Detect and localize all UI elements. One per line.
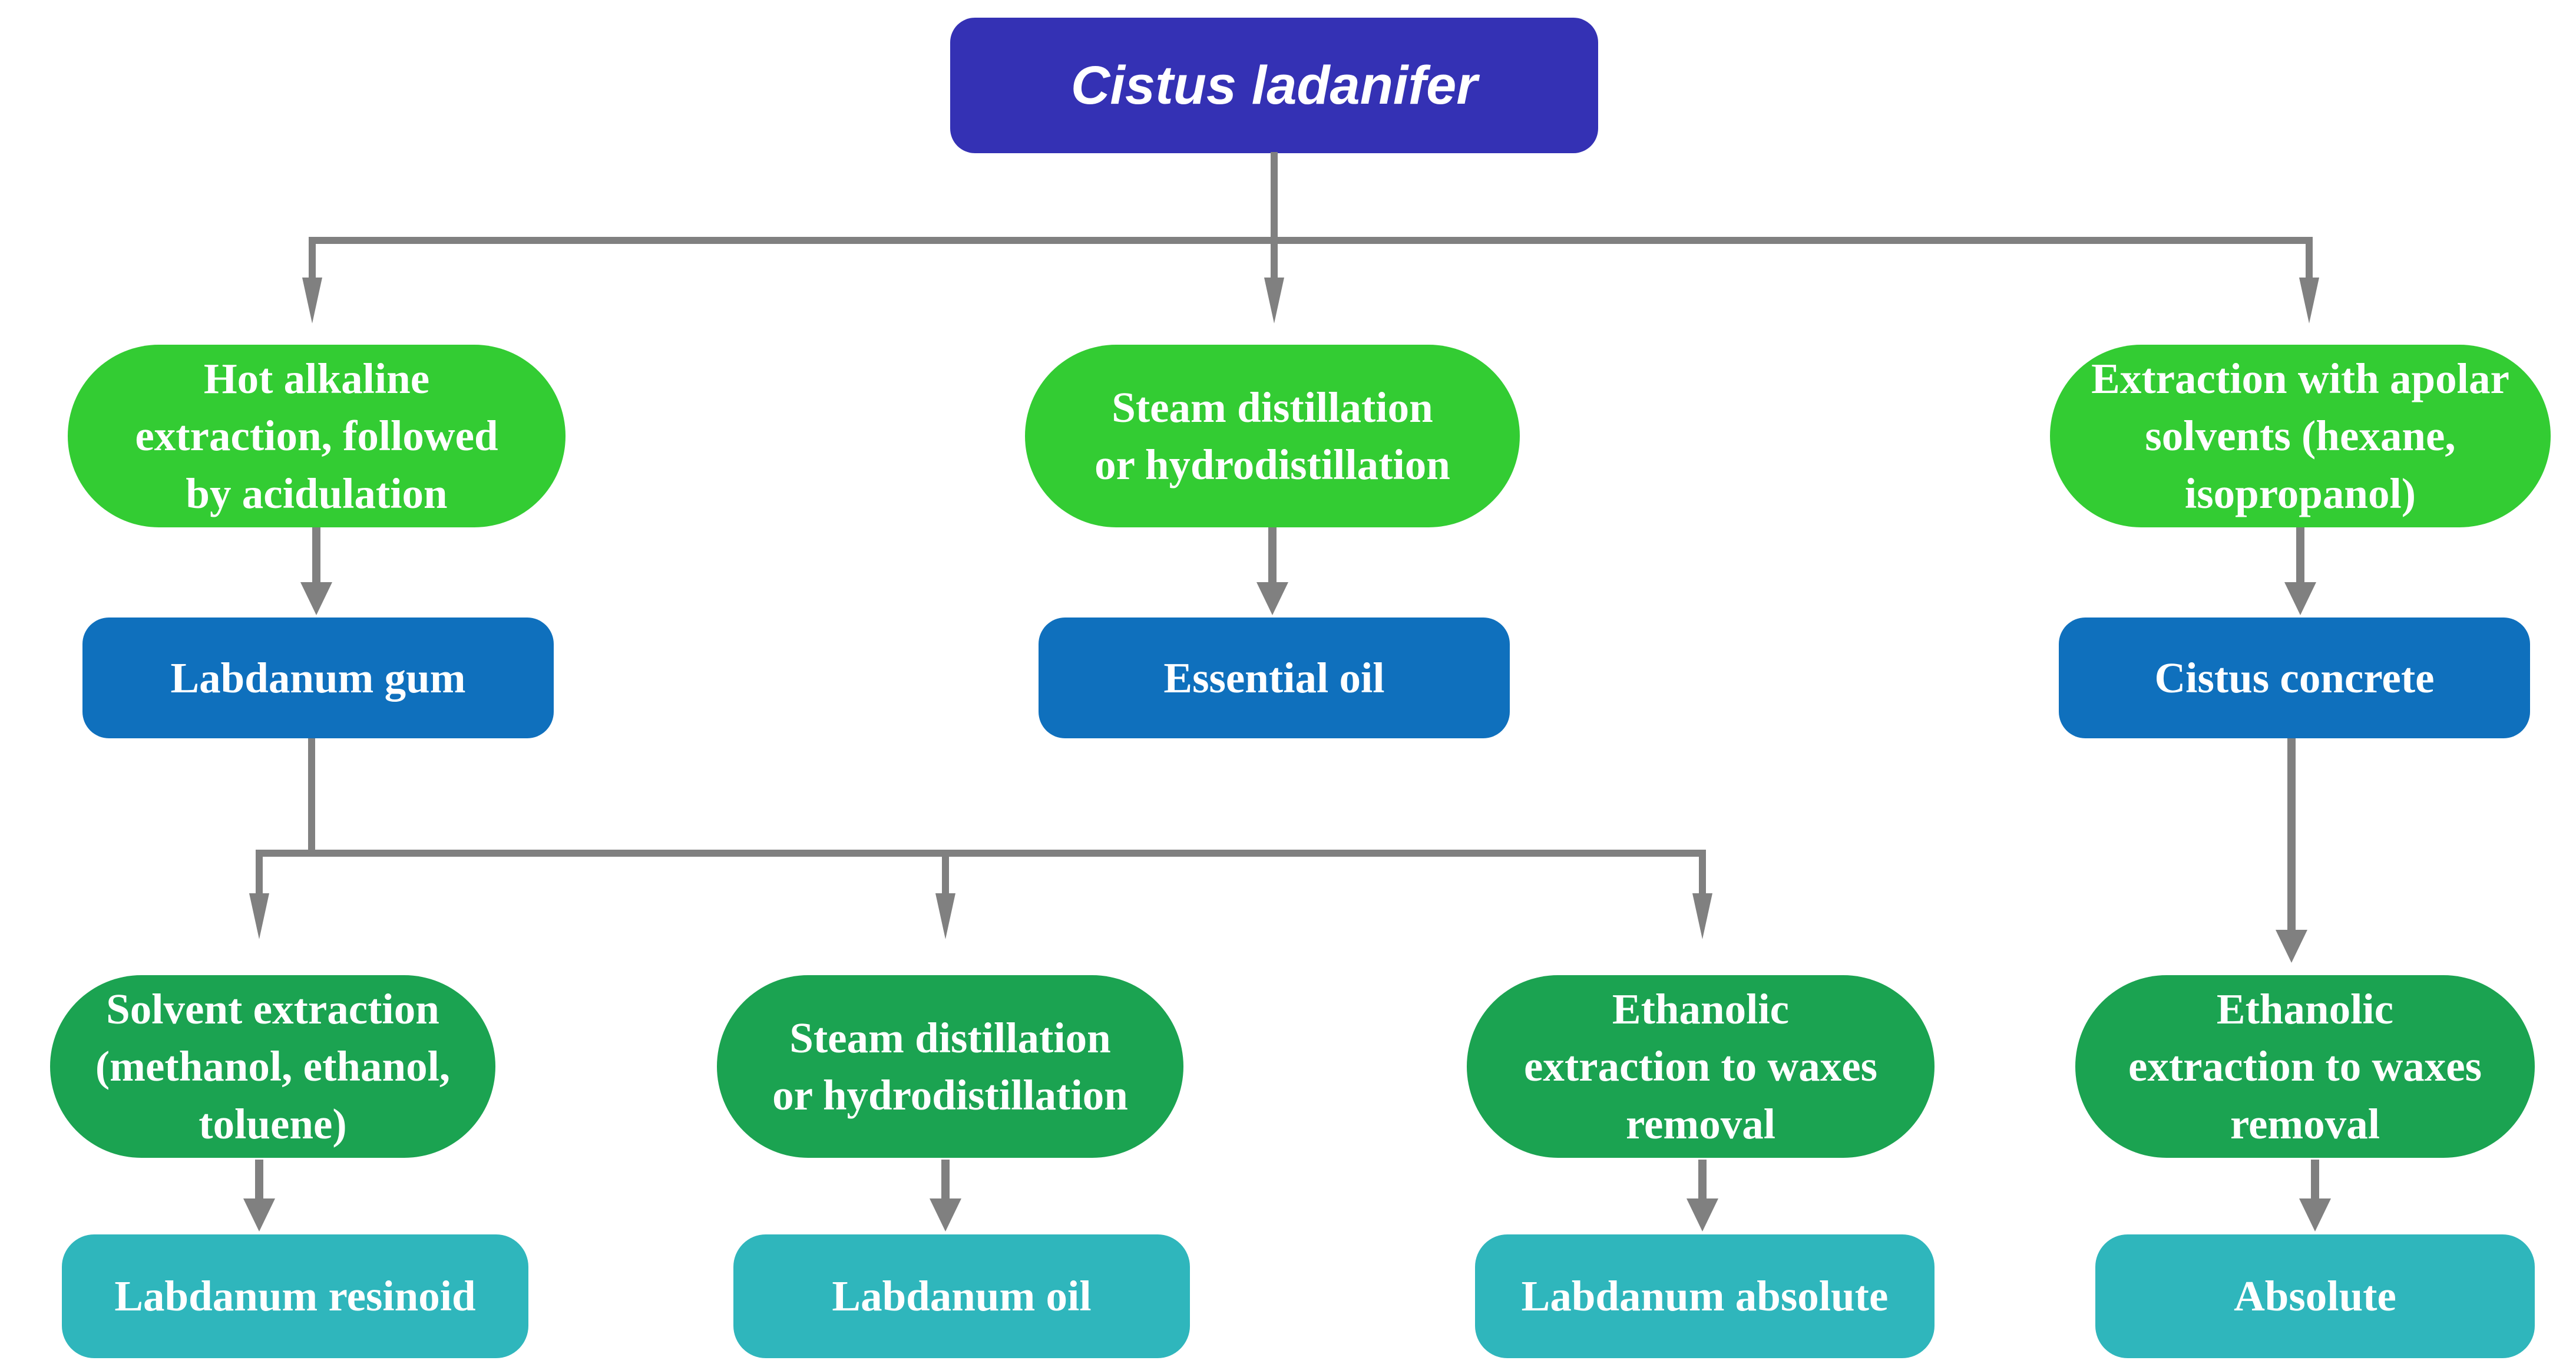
- arrowhead-level1-right: [2299, 278, 2319, 323]
- connector-apolar-to-concrete: [2296, 527, 2304, 583]
- node-solvent-extraction: Solvent extraction (methanol, ethanol, t…: [50, 975, 495, 1158]
- node-labdanum-gum: Labdanum gum: [82, 618, 554, 738]
- node-labdanum-resinoid: Labdanum resinoid: [62, 1234, 528, 1358]
- arrowhead-steam2-to-oil: [930, 1198, 961, 1231]
- connector-steam1-to-essential-oil: [1268, 527, 1277, 583]
- connector-root-stem: [1271, 152, 1278, 242]
- node-ethanolic-extraction-2: Ethanolic extraction to waxes removal: [2075, 975, 2535, 1158]
- node-hot-alkaline-extraction: Hot alkaline extraction, followed by aci…: [68, 345, 566, 527]
- connector-level1-crossbar: [309, 237, 2313, 244]
- node-cistus-concrete: Cistus concrete: [2059, 618, 2530, 738]
- connector-level2-crossbar: [256, 850, 1706, 857]
- arrowhead-ethanolic2-to-absolute: [2299, 1198, 2331, 1231]
- connector-solvent-to-resinoid: [255, 1160, 263, 1201]
- connector-level1-drop-left: [309, 237, 316, 280]
- arrowhead-apolar-to-concrete: [2284, 582, 2316, 615]
- arrowhead-steam1-to-essential-oil: [1256, 582, 1288, 615]
- connector-steam2-to-oil: [941, 1160, 950, 1201]
- node-steam-distillation-2: Steam distillation or hydrodistillation: [717, 975, 1183, 1158]
- connector-level1-drop-right: [2306, 237, 2313, 280]
- node-labdanum-absolute: Labdanum absolute: [1475, 1234, 1935, 1358]
- connector-gum-stem: [308, 738, 315, 853]
- arrowhead-level2-center: [935, 893, 955, 939]
- node-ethanolic-extraction-1: Ethanolic extraction to waxes removal: [1467, 975, 1935, 1158]
- arrowhead-level1-center: [1264, 278, 1284, 323]
- connector-ethanolic2-to-absolute: [2311, 1160, 2319, 1201]
- node-essential-oil: Essential oil: [1039, 618, 1510, 738]
- arrowhead-solvent-to-resinoid: [243, 1198, 275, 1231]
- arrowhead-concrete-to-ethanolic: [2276, 930, 2307, 963]
- arrowhead-ethanolic1-to-absolute: [1687, 1198, 1718, 1231]
- node-steam-distillation-1: Steam distillation or hydrodistillation: [1025, 345, 1520, 527]
- connector-level2-drop-center: [942, 850, 949, 896]
- node-apolar-solvent-extraction: Extraction with apolar solvents (hexane,…: [2050, 345, 2551, 527]
- arrowhead-level2-left: [249, 893, 269, 939]
- connector-concrete-to-ethanolic: [2287, 738, 2296, 933]
- connector-hot-alkaline-to-gum: [312, 527, 320, 583]
- connector-ethanolic1-to-absolute: [1698, 1160, 1707, 1201]
- arrowhead-hot-alkaline-to-gum: [300, 582, 332, 615]
- arrowhead-level2-right: [1692, 893, 1712, 939]
- arrowhead-level1-left: [302, 278, 322, 323]
- node-labdanum-oil: Labdanum oil: [733, 1234, 1190, 1358]
- connector-level1-drop-center: [1271, 237, 1278, 280]
- connector-level2-drop-left: [256, 850, 263, 896]
- connector-level2-drop-right: [1699, 850, 1706, 896]
- node-cistus-ladanifer: Cistus ladanifer: [950, 18, 1598, 153]
- node-absolute: Absolute: [2095, 1234, 2535, 1358]
